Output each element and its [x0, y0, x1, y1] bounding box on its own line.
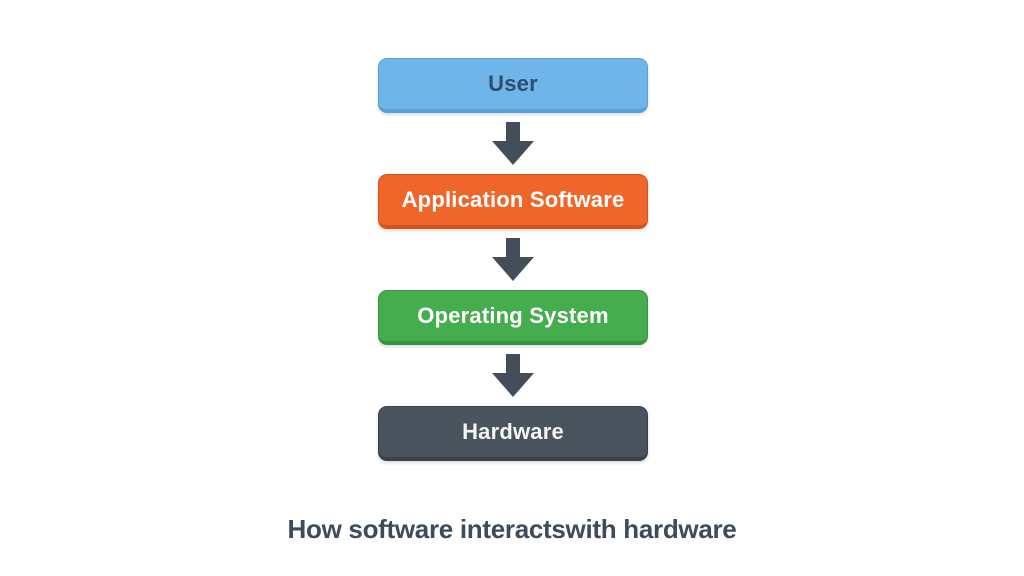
user-box-label: User — [488, 71, 538, 96]
down-arrow-shape — [492, 122, 534, 165]
down-arrow-icon — [492, 238, 534, 281]
diagram-caption: How software interactswith hardware — [287, 514, 737, 544]
application-software-box: Application Software — [378, 174, 648, 229]
hardware-box-label: Hardware — [462, 419, 564, 444]
operating-system-box: Operating System — [378, 290, 648, 345]
hardware-box: Hardware — [378, 406, 648, 461]
down-arrow-shape — [492, 354, 534, 397]
down-arrow-icon — [492, 122, 534, 165]
operating-system-box-label: Operating System — [417, 303, 609, 328]
down-arrow-icon — [492, 354, 534, 397]
software-stack-diagram: User Application Software Operating Syst… — [378, 58, 648, 461]
application-software-box-label: Application Software — [401, 187, 625, 212]
user-box: User — [378, 58, 648, 113]
down-arrow-shape — [492, 238, 534, 281]
